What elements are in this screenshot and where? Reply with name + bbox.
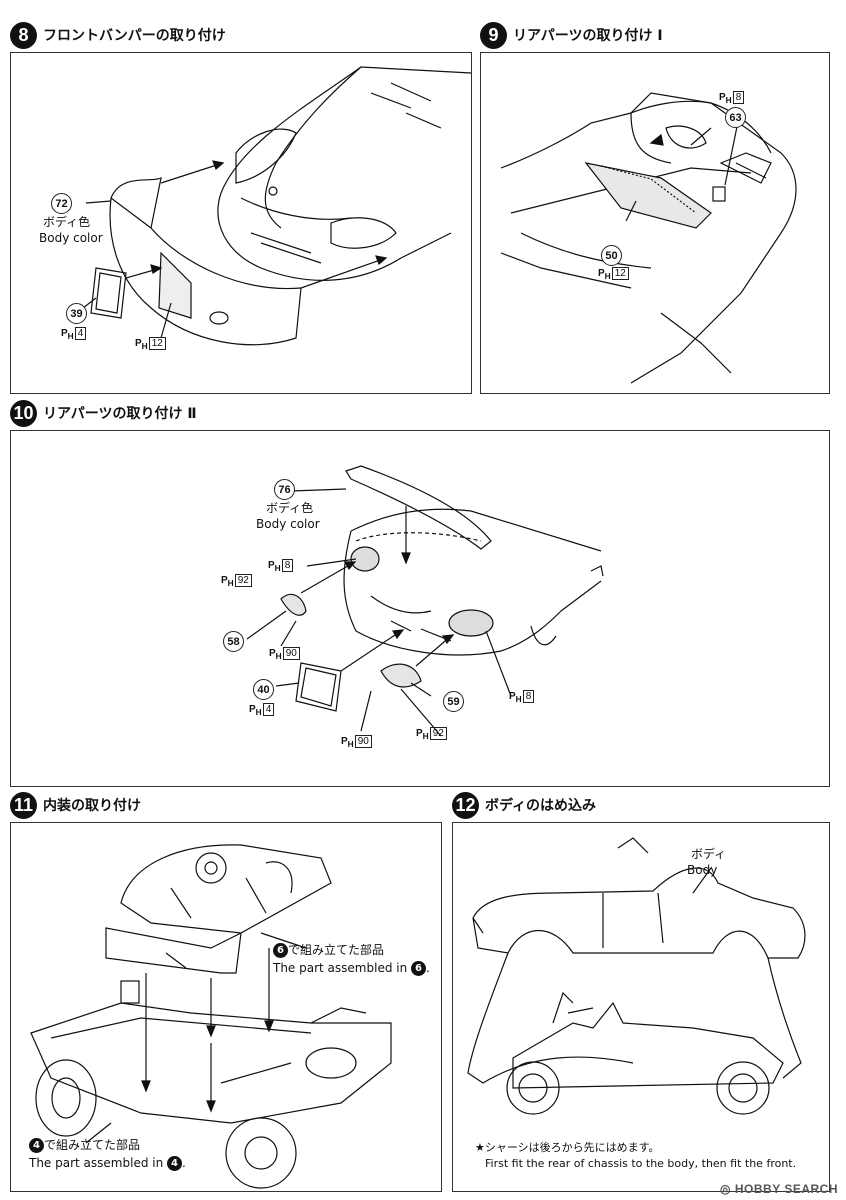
step-10-header: 10 リアパーツの取り付け Ⅱ [10,398,197,428]
body-jp-label: ボディ [691,847,727,861]
assembled-part-4-en: The part assembled in 4. [29,1156,186,1171]
step-title: リアパーツの取り付け Ⅰ [513,28,663,44]
step-number: 8 [10,21,37,49]
step-number: 10 [10,399,37,427]
step-title: リアパーツの取り付け Ⅱ [43,406,197,422]
part-callout-63: 63 [725,107,746,128]
part-callout-58: 58 [223,631,244,652]
rear-parts-illustration [500,92,797,384]
body-color-jp-label: ボディ色 [266,501,314,515]
step-number: 11 [10,791,37,819]
part-callout-72: 72 [51,193,72,214]
part-callout-76: 76 [274,479,295,500]
part-callout-40: 40 [253,679,274,700]
step-12-header: 12 ボディのはめ込み [452,790,596,820]
body-color-jp-label: ボディ色 [43,215,91,229]
note-en: First fit the rear of chassis to the bod… [485,1157,797,1170]
body-color-en-label: Body color [39,231,103,245]
watermark: ◎ HOBBY SEARCH [720,1182,838,1196]
body-color-en-label: Body color [256,517,320,531]
step-number: 12 [452,791,479,819]
interior-assembly-illustration [30,844,392,1189]
step-title: 内装の取り付け [43,798,141,814]
step-11-header: 11 内装の取り付け [10,790,141,820]
assembled-part-6-en: The part assembled in 6. [273,961,430,976]
step-title: ボディのはめ込み [485,798,597,814]
body-fitting-illustration [467,837,806,1115]
step-8-header: 8 フロントバンパーの取り付け [10,20,226,50]
step-9-header: 9 リアパーツの取り付け Ⅰ [480,20,663,50]
note-jp: ★シャーシは後ろから先にはめます。 [475,1141,660,1154]
part-callout-39: 39 [66,303,87,324]
part-callout-50: 50 [601,245,622,266]
step-number: 9 [480,21,507,49]
front-bumper-illustration [82,66,471,346]
hobbysearch-logo-icon: ◎ [720,1182,732,1196]
part-callout-59: 59 [443,691,464,712]
rear-lights-illustration [246,465,604,737]
step-12-panel: ボディ Body ★シャーシは後ろから先にはめます。 First fit the… [452,822,830,1192]
step-title: フロントバンパーの取り付け [43,28,226,44]
body-en-label: Body [687,863,718,877]
